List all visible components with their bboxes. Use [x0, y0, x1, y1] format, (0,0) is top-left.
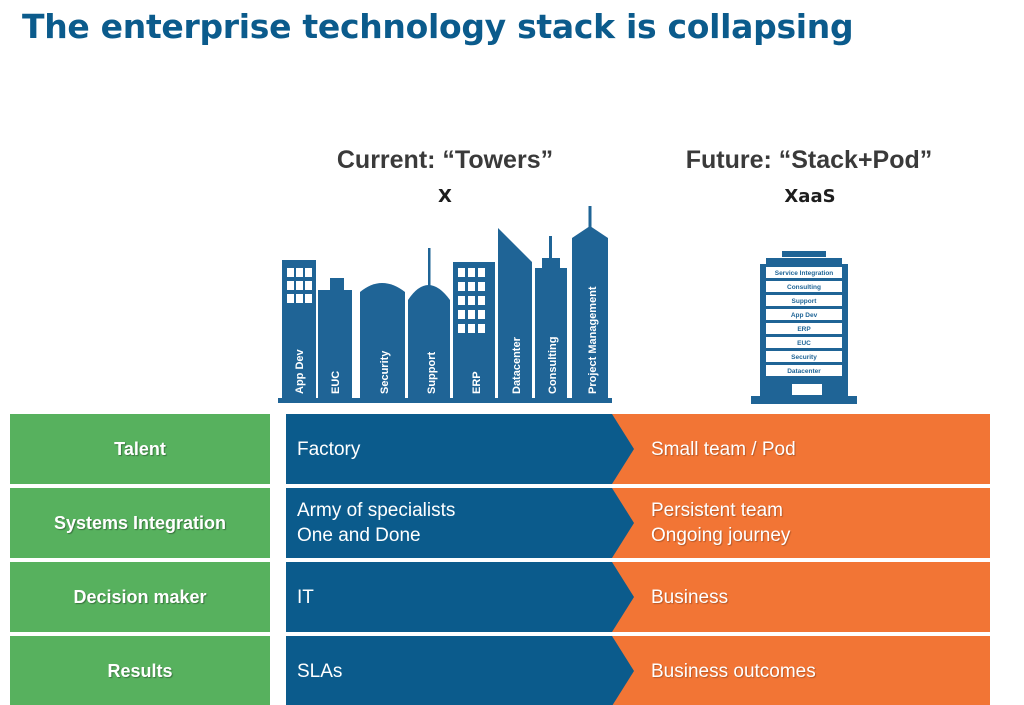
tower-label-security: Security	[379, 350, 391, 394]
future-cell-line: Persistent team	[651, 500, 783, 521]
future-cell-line: Ongoing journey	[651, 525, 791, 546]
current-cell-line: Factory	[297, 438, 361, 460]
current-subheading: X	[438, 186, 452, 207]
pod-layer-euc	[766, 337, 842, 348]
towers-skyline-illustration: App Dev EUC Security Support ERP Datacenter Co…	[278, 206, 612, 403]
row-label: Talent	[10, 414, 270, 484]
pod-layer-label-datacenter: Datacenter	[787, 368, 821, 375]
future-cell: Small team / Pod	[651, 414, 796, 484]
pod-layer-service-integration	[766, 267, 842, 278]
tower-label-consulting: Consulting	[547, 337, 559, 394]
current-arrow-segment	[286, 488, 634, 558]
row-label: Decision maker	[10, 562, 270, 632]
comparison-row-results: Results SLAs Business outcomes	[0, 636, 1024, 705]
slide-title: The enterprise technology stack is colla…	[22, 7, 854, 46]
comparison-row-talent: Talent Factory Small team / Pod	[0, 414, 1024, 484]
current-arrow-segment	[286, 414, 634, 484]
row-arrow-bar	[286, 636, 990, 705]
pod-layer-label-app-dev: App Dev	[791, 312, 818, 319]
current-arrow-segment	[286, 636, 634, 705]
current-cell: Factory	[297, 414, 360, 484]
pod-layer-security	[766, 351, 842, 362]
future-cell-line: Business outcomes	[651, 660, 816, 682]
pod-layer-support	[766, 295, 842, 306]
current-cell-line: IT	[297, 586, 314, 608]
pod-layer-label-support: Support	[792, 298, 818, 305]
tower-label-datacenter: Datacenter	[511, 336, 523, 394]
future-cell: Business	[651, 562, 728, 632]
pod-layer-label-euc: EUC	[797, 340, 811, 347]
tower-label-app-dev: App Dev	[294, 349, 306, 395]
tower-label-support: Support	[426, 352, 438, 394]
tower-label-euc: EUC	[330, 371, 342, 394]
pod-layer-app-dev	[766, 309, 842, 320]
current-heading: Current: “Towers”	[336, 146, 554, 174]
stack-pod-building-illustration: Service IntegrationConsultingSupportApp …	[751, 251, 857, 404]
future-heading: Future: “Stack+Pod”	[685, 146, 933, 174]
current-cell-line: Army of specialists	[297, 500, 456, 521]
tower-label-project-management: Project Management	[587, 286, 599, 394]
current-cell: IT	[297, 562, 314, 632]
future-cell-line: Business	[651, 586, 729, 608]
pod-layer-consulting	[766, 281, 842, 292]
pod-layer-label-erp: ERP	[797, 326, 811, 333]
future-subheading: XaaS	[784, 186, 836, 207]
current-cell: SLAs	[297, 636, 342, 705]
tower-label-erp: ERP	[471, 371, 483, 394]
row-arrow-bar	[286, 562, 990, 632]
pod-layer-erp	[766, 323, 842, 334]
row-label: Results	[10, 636, 270, 705]
pod-layer-label-security: Security	[791, 354, 817, 361]
comparison-row-decision-maker: Decision maker IT Business	[0, 562, 1024, 632]
current-arrow-segment	[286, 562, 634, 632]
pod-layer-label-consulting: Consulting	[787, 284, 821, 291]
row-label: Systems Integration	[10, 488, 270, 558]
future-cell: Business outcomes	[651, 636, 816, 705]
pod-layer-datacenter	[766, 365, 842, 376]
future-cell-line: Small team / Pod	[651, 438, 796, 460]
current-cell-line: One and Done	[297, 525, 421, 546]
pod-layer-label-service-integration: Service Integration	[775, 270, 834, 277]
row-arrow-bar	[286, 488, 990, 558]
current-cell-line: SLAs	[297, 660, 343, 682]
row-arrow-bar	[286, 414, 990, 484]
